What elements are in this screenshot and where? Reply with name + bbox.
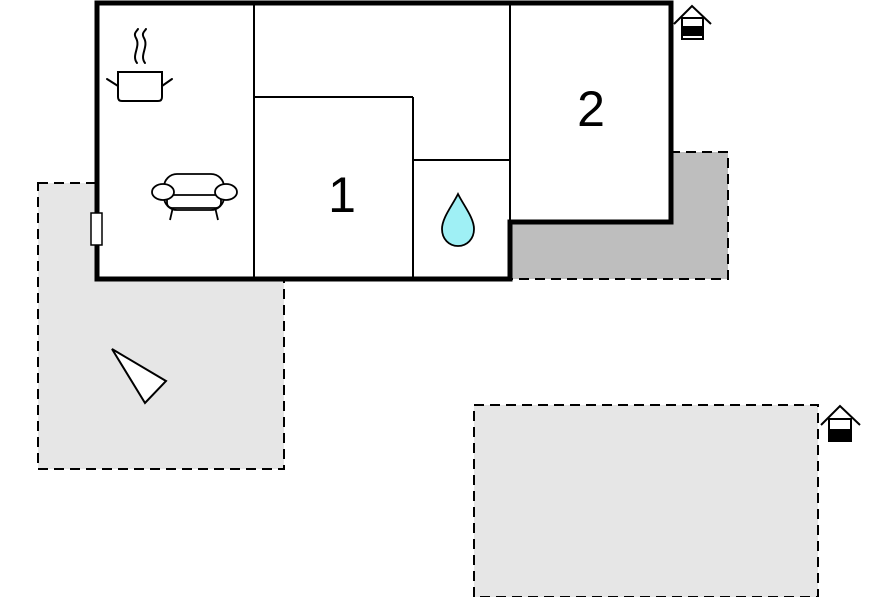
cooking-pot-icon: [106, 28, 173, 102]
house-interior: [97, 3, 671, 279]
triangle-icon: [111, 348, 168, 405]
door-icon: [90, 212, 103, 246]
internal-walls: [253, 3, 511, 279]
annex-house-icon: [820, 404, 861, 442]
room-number-1: 1: [328, 167, 356, 223]
outer-walls: [94, 0, 674, 282]
terrace-bottom: [473, 404, 819, 597]
sofa-icon: [151, 173, 238, 221]
room-number-2: 2: [577, 81, 605, 137]
house-icon: [673, 4, 712, 40]
water-drop-icon: [441, 191, 475, 247]
